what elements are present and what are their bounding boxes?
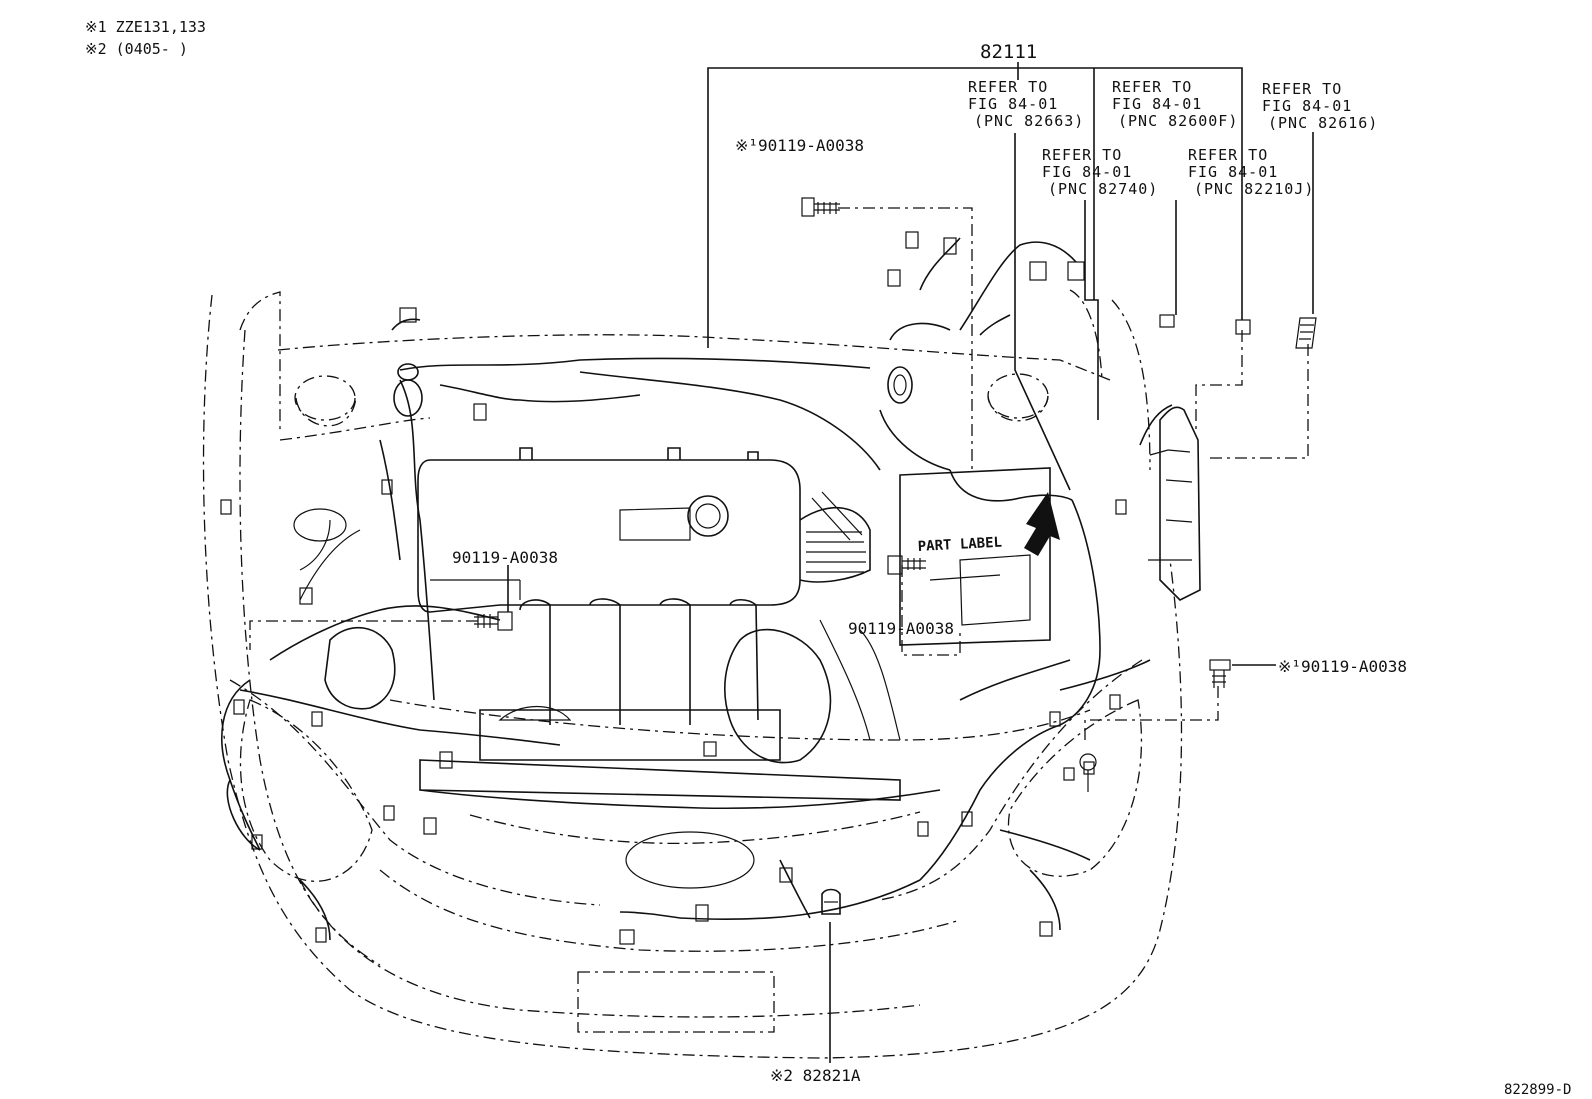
svg-text:REFER TO: REFER TO (1042, 146, 1122, 164)
svg-text:(PNC 82663): (PNC 82663) (974, 112, 1084, 130)
ecu-module (1148, 406, 1201, 601)
arrow-icon (1024, 492, 1060, 556)
svg-text:(PNC 82740): (PNC 82740) (1048, 180, 1158, 198)
bolt-label-right: ※¹90119-A0038 (1278, 657, 1407, 676)
refer-note-82600f: REFER TO FIG 84-01 (PNC 82600F) (1112, 78, 1238, 130)
bolt-icon (887, 555, 926, 575)
refer-note-82740: REFER TO FIG 84-01 (PNC 82740) (1042, 146, 1158, 198)
svg-text:FIG 84-01: FIG 84-01 (1188, 163, 1278, 181)
wire-harness (221, 237, 1173, 941)
main-part-number: 82111 (980, 41, 1037, 63)
part-label-callout: PART LABEL (917, 535, 1002, 555)
bolt-label-top: ※¹90119-A0038 (735, 136, 864, 155)
svg-text:REFER TO: REFER TO (1188, 146, 1268, 164)
air-intake-hose (799, 491, 871, 583)
svg-text:(PNC 82600F): (PNC 82600F) (1118, 112, 1238, 130)
svg-text:(PNC 82210J): (PNC 82210J) (1194, 180, 1314, 198)
bolt-icon (801, 197, 840, 217)
car-body-outline (202, 289, 1183, 1059)
svg-text:FIG 84-01: FIG 84-01 (1262, 97, 1352, 115)
bolt-left-leader (249, 565, 509, 650)
ground-terminal-icon (1079, 753, 1097, 792)
relay-box (899, 467, 1051, 646)
connector-icon (1295, 317, 1317, 349)
bottom-part-label: ※2 82821A (770, 1066, 861, 1085)
grommet-icon (393, 363, 913, 417)
note-1: ※1 ZZE131,133 (85, 18, 206, 36)
connector-82821a (821, 888, 841, 915)
bolt-top-leader (838, 207, 973, 470)
svg-text:REFER TO: REFER TO (1262, 80, 1342, 98)
svg-text:FIG 84-01: FIG 84-01 (968, 95, 1058, 113)
refer-leaders (1014, 132, 1314, 491)
bolt-icon (1209, 659, 1231, 688)
battery-area (293, 508, 396, 710)
bolt-label-left: 90119-A0038 (452, 548, 558, 567)
strut-tower-left (294, 375, 357, 427)
refer-note-82663: REFER TO FIG 84-01 (PNC 82663) (968, 78, 1084, 130)
main-part-leader (707, 62, 1243, 348)
refer-note-82616: REFER TO FIG 84-01 (PNC 82616) (1262, 80, 1378, 132)
transmission-area (724, 619, 901, 764)
bolt-label-center: 90119-A0038 (848, 619, 954, 638)
refer-note-82210j: REFER TO FIG 84-01 (PNC 82210J) (1188, 146, 1314, 198)
intake-manifold (419, 598, 901, 801)
radiator-support (389, 699, 1091, 810)
connector-group (220, 231, 1251, 945)
svg-text:REFER TO: REFER TO (968, 78, 1048, 96)
engine-cover (417, 447, 801, 613)
svg-text:FIG 84-01: FIG 84-01 (1112, 95, 1202, 113)
strut-tower-right (987, 373, 1049, 422)
diagram-id: 822899-D (1504, 1082, 1571, 1098)
svg-text:FIG 84-01: FIG 84-01 (1042, 163, 1132, 181)
svg-text:(PNC 82616): (PNC 82616) (1268, 114, 1378, 132)
svg-text:REFER TO: REFER TO (1112, 78, 1192, 96)
note-2: ※2 (0405- ) (85, 40, 188, 58)
